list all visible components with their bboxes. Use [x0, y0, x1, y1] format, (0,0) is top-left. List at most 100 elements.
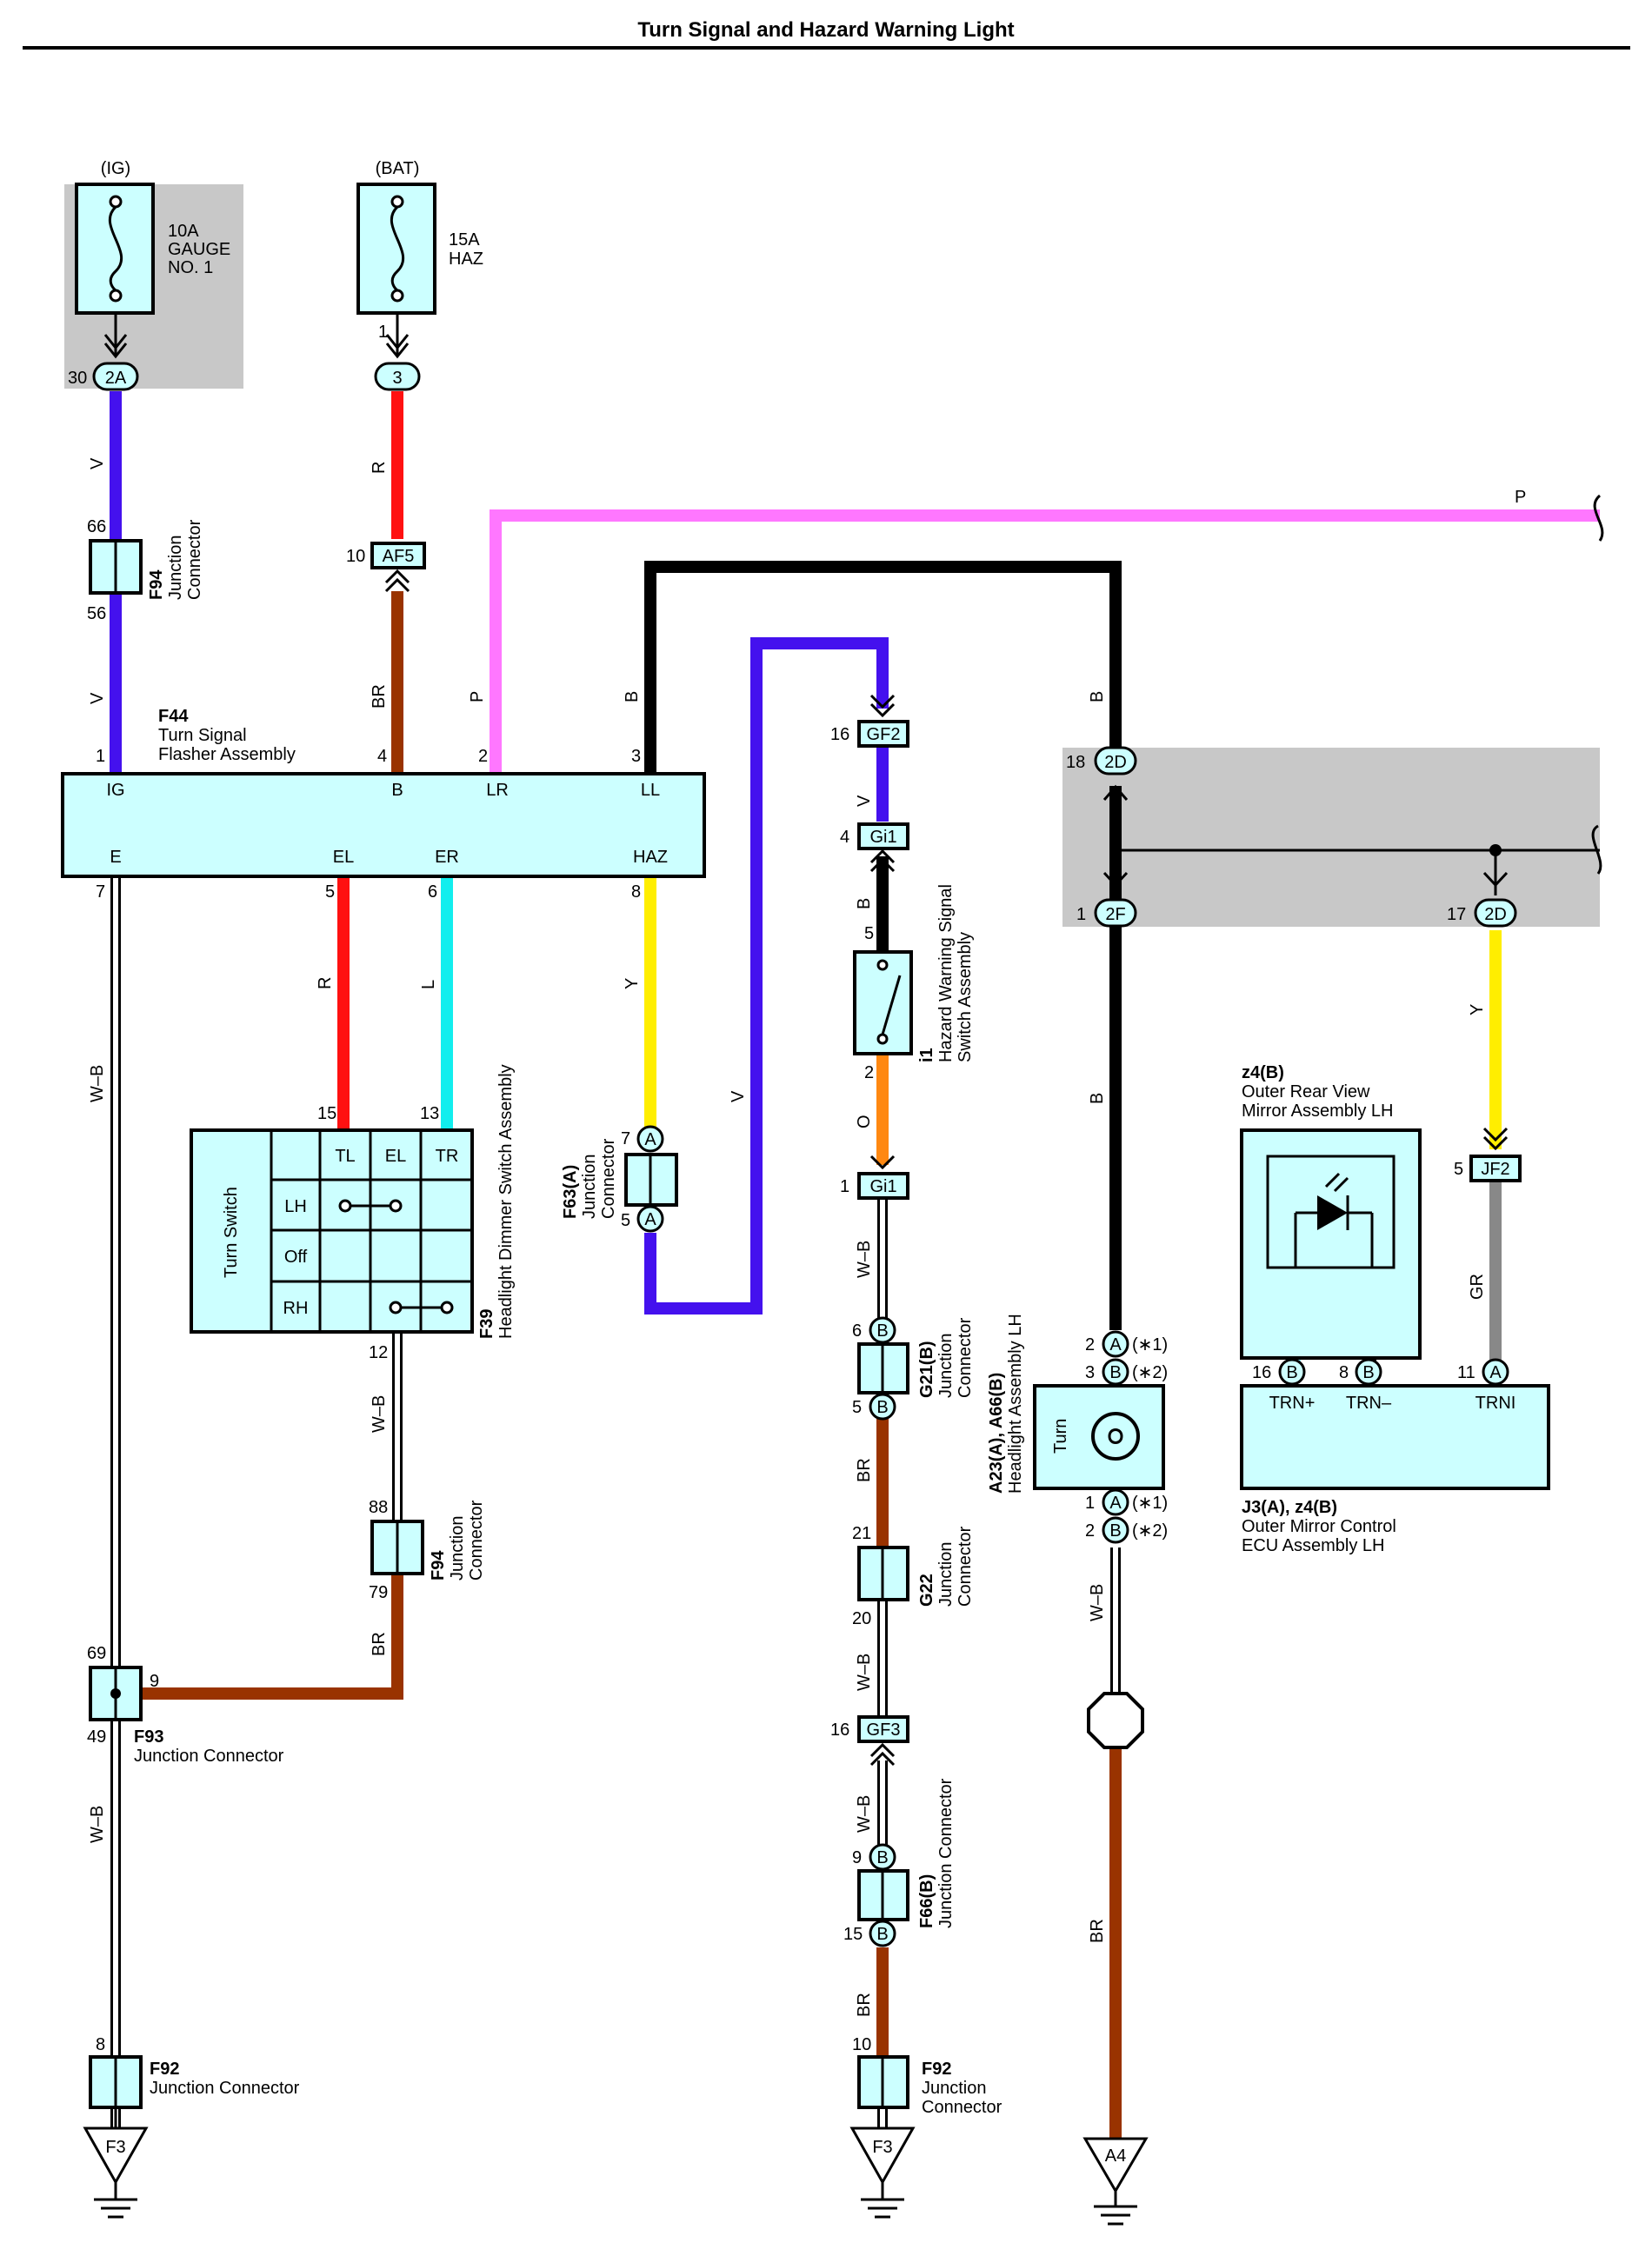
- wire-label-wb5: W–B: [855, 1654, 874, 1691]
- f93-pin-9: 9: [150, 1672, 159, 1691]
- pink-break: [1593, 494, 1604, 542]
- wire-label-b3: B: [855, 898, 874, 909]
- f44-name2: Flasher Assembly: [158, 745, 296, 764]
- f44-pin-el: EL: [333, 848, 354, 867]
- z4-box: [1240, 1128, 1422, 1360]
- f44-pin-num-5: 5: [325, 882, 335, 902]
- connector-gf2: GF2 16: [830, 694, 909, 748]
- f44-pin-num-8: 8: [631, 882, 641, 902]
- f94-bottom-junction: Junction: [448, 1516, 467, 1581]
- i1-pin-5: 5: [864, 924, 874, 943]
- f92-right-pin-10: 10: [852, 2035, 871, 2054]
- ecu-trn-plus: TRN+: [1269, 1394, 1316, 1413]
- f92-right-junction: Junction: [922, 2079, 987, 2098]
- f39-pin-15: 15: [317, 1104, 336, 1123]
- pin-30: 30: [68, 369, 87, 388]
- g22-code: G22: [917, 1574, 936, 1607]
- wires: [110, 391, 1600, 2139]
- jf2-pin-5: 5: [1454, 1160, 1463, 1179]
- wire-label-gr: GR: [1468, 1274, 1487, 1300]
- headlight-pin-3: 3: [1085, 1363, 1095, 1382]
- g22-pin-21: 21: [852, 1524, 871, 1543]
- f66-junction-connector: B B 9 15 F66(B) Junction Connector: [843, 1778, 956, 1947]
- f93-junction-connector: 69 9 49 F93 Junction Connector: [87, 1644, 284, 1766]
- junction-block-zone: [1062, 748, 1600, 927]
- f93-pin-69: 69: [87, 1644, 106, 1663]
- f39-pin-12: 12: [369, 1343, 388, 1362]
- ecu-pin-8: 8: [1339, 1363, 1349, 1382]
- f92-right-connector: 10 F92 Junction Connector: [852, 2035, 1003, 2117]
- f94-top-code: F94: [147, 569, 166, 600]
- f63-code: F63(A): [561, 1165, 580, 1219]
- ig-label: (IG): [101, 159, 130, 178]
- headlight-turn: Turn: [1051, 1419, 1070, 1454]
- f44-pin-b: B: [391, 781, 403, 800]
- f44-box: [61, 772, 706, 878]
- ecu-pin-11: 11: [1457, 1363, 1475, 1382]
- f92-left-code: F92: [150, 2060, 179, 2079]
- ecu-b-16: B: [1286, 1363, 1297, 1382]
- f44-pin-num-2: 2: [478, 747, 488, 766]
- g22-connector: Connector: [956, 1526, 975, 1607]
- wire-label-wb1: W–B: [88, 1065, 107, 1102]
- gi1-top-pin-4: 4: [840, 828, 849, 847]
- wire-label-r2: R: [316, 977, 335, 989]
- junction-3-label: 3: [392, 369, 402, 388]
- g21-b-bottom: B: [876, 1398, 888, 1417]
- ecu-name1: Outer Mirror Control: [1242, 1517, 1396, 1536]
- g22-pin-20: 20: [852, 1609, 871, 1628]
- turn-switch-label: Turn Switch: [222, 1187, 241, 1278]
- f63-pin-5: 5: [621, 1211, 630, 1230]
- z4-name2: Mirror Assembly LH: [1242, 1102, 1393, 1121]
- connector-jf2: JF2 5: [1454, 1127, 1522, 1182]
- wire-label-p1: P: [468, 691, 487, 702]
- wire-label-b4: B: [1088, 1093, 1107, 1104]
- f92-left-name: Junction Connector: [150, 2079, 300, 2098]
- wire-v-haz-loop: [644, 637, 889, 1315]
- j2d-pin-18: 18: [1066, 753, 1085, 772]
- junction-2a: 2A 30: [68, 362, 139, 391]
- f92-left-connector: 8 F92 Junction Connector: [89, 2035, 300, 2109]
- f63-a-top: A: [644, 1130, 656, 1149]
- col-el: EL: [385, 1147, 406, 1166]
- headlight-note-2-top: (∗2): [1132, 1363, 1168, 1382]
- wire-label-v4: V: [855, 795, 874, 807]
- headlight-b-top: B: [1109, 1363, 1121, 1382]
- f94-top-junction: Junction: [166, 536, 185, 601]
- headlight-a-bottom: A: [1109, 1494, 1122, 1513]
- f66-b-bottom: B: [876, 1925, 888, 1944]
- headlight-assembly: A B 2 3 (∗1) (∗2) Turn A B 1 2 (∗1) (∗2)…: [987, 1314, 1168, 1544]
- ecu-name2: ECU Assembly LH: [1242, 1536, 1385, 1555]
- i1-code: i1: [917, 1048, 936, 1062]
- f44-pin-e: E: [110, 848, 121, 867]
- headlight-name: Headlight Assembly LH: [1006, 1314, 1025, 1494]
- ecu-pin-16: 16: [1252, 1363, 1271, 1382]
- j2d-bottom-label: 2D: [1484, 905, 1507, 924]
- jf2-label: JF2: [1481, 1160, 1509, 1179]
- ground-f3-left: F3: [83, 2107, 149, 2219]
- fuse-gauge-name2: NO. 1: [168, 258, 213, 277]
- fuse-haz: (BAT) 15A HAZ 1: [356, 159, 483, 359]
- wire-label-o: O: [855, 1115, 874, 1128]
- g21-pin-6: 6: [852, 1321, 862, 1341]
- f39-turn-switch: Turn Switch TL EL TR LH Off RH 15 13 12 …: [190, 1064, 516, 1362]
- wire-label-b1: B: [623, 691, 642, 702]
- f44-pin-num-6: 6: [428, 882, 437, 902]
- gi1-bottom-label: Gi1: [869, 1177, 896, 1196]
- fuse-gauge-amp: 10A: [168, 222, 199, 241]
- wire-label-wb7: W–B: [1088, 1584, 1107, 1621]
- gf3-label: GF3: [867, 1721, 901, 1740]
- wire-label-y1: Y: [623, 978, 642, 989]
- gf2-label: GF2: [867, 725, 901, 744]
- pin-fuse-haz-1: 1: [378, 323, 388, 342]
- wire-label-wb4: W–B: [855, 1241, 874, 1278]
- f44-pin-num-7: 7: [96, 882, 105, 902]
- connector-gi1-bottom: Gi1 1: [840, 1155, 909, 1200]
- ecu-a-11: A: [1489, 1363, 1502, 1382]
- wire-label-br4: BR: [855, 1993, 874, 2017]
- j2d-top-label: 2D: [1104, 753, 1127, 772]
- connector-af5: AF5 10: [346, 542, 426, 593]
- connector-f94-top: 66 56 F94 Junction Connector: [87, 517, 204, 623]
- f44-code: F44: [158, 707, 189, 726]
- junction-3: 3: [374, 362, 421, 391]
